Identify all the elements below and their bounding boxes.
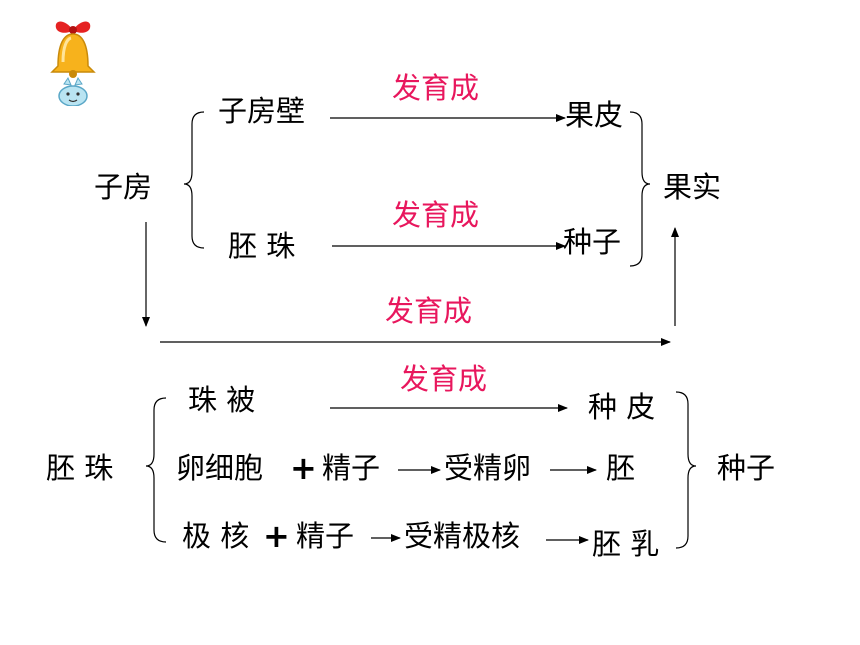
label-develop-wall: 发育成 (392, 71, 480, 105)
label-develop-ovary: 发育成 (385, 294, 473, 328)
node-fruit: 果实 (663, 170, 722, 204)
node-ovule-top: 胚 珠 (228, 229, 296, 263)
left-brace-ovule (145, 397, 167, 543)
node-seed-bottom: 种子 (717, 451, 776, 485)
label-develop-integument: 发育成 (400, 362, 488, 396)
label-develop-ovule: 发育成 (392, 198, 480, 232)
node-sperm-egg: 精子 (322, 451, 381, 485)
node-polar-nuclei: 极 核 (182, 519, 250, 553)
left-brace-ovary (183, 111, 205, 249)
node-seed-top: 种子 (563, 225, 622, 259)
node-integument: 珠 被 (188, 383, 256, 417)
right-brace-seed (675, 391, 697, 549)
node-embryo: 胚 (606, 451, 636, 485)
node-egg-cell: 卵细胞 (176, 451, 264, 485)
node-endosperm: 胚 乳 (592, 527, 660, 561)
node-pericarp: 果皮 (565, 98, 624, 132)
node-seed-coat: 种 皮 (588, 390, 656, 424)
node-fertilized-polar: 受精极核 (404, 519, 521, 553)
node-sperm-polar: 精子 (296, 519, 355, 553)
node-zygote: 受精卵 (444, 451, 532, 485)
plus-sign-egg: + (290, 449, 317, 487)
bell-icon (50, 21, 96, 106)
node-ovary-wall: 子房壁 (218, 94, 306, 128)
node-ovary: 子房 (94, 170, 153, 204)
right-brace-fruit (629, 111, 651, 267)
node-ovule: 胚 珠 (46, 451, 114, 485)
plus-sign-polar: + (263, 517, 290, 555)
